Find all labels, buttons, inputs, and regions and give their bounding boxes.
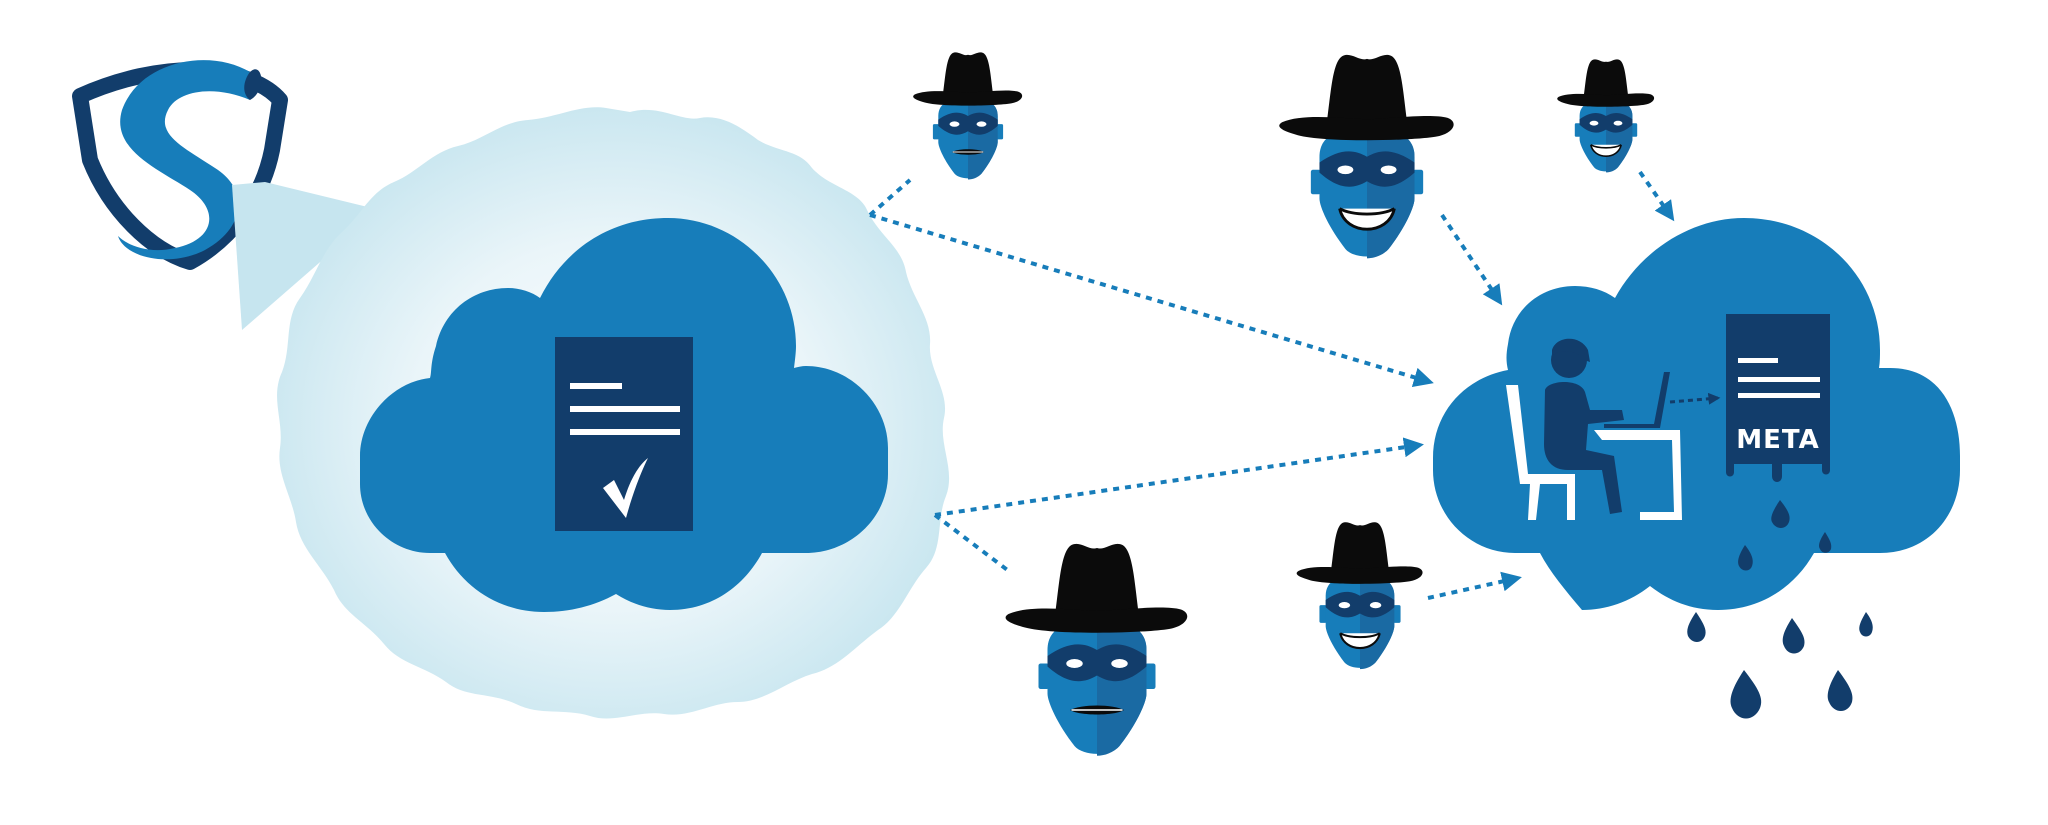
hacker-face-icon	[1279, 55, 1453, 258]
attack-paths	[868, 170, 1675, 600]
hacker-face-icon	[1004, 543, 1188, 757]
shield-s-logo-icon	[72, 60, 288, 270]
hacker-face-icon	[1297, 522, 1423, 669]
attack-path-from-hacker	[868, 178, 912, 217]
attack-path-big-hacker	[1440, 213, 1503, 306]
person-at-computer-icon	[1506, 338, 1721, 520]
meta-label: META	[1736, 425, 1819, 455]
attack-path-bottom-hacker	[1427, 571, 1522, 600]
hacker-face-icon	[912, 51, 1023, 180]
attack-path-to-user-lower	[934, 437, 1424, 517]
leaking-document-icon: META	[1726, 314, 1830, 482]
data-leak-drops	[1687, 500, 1873, 719]
data-stream-arrow	[1669, 392, 1721, 405]
attack-path-from-lower-hacker	[933, 513, 1012, 574]
attack-path-small-hacker	[1638, 170, 1675, 222]
attack-path-to-user	[869, 213, 1434, 388]
checked-document-icon	[555, 337, 693, 531]
hacker-face-icon	[1557, 59, 1654, 172]
